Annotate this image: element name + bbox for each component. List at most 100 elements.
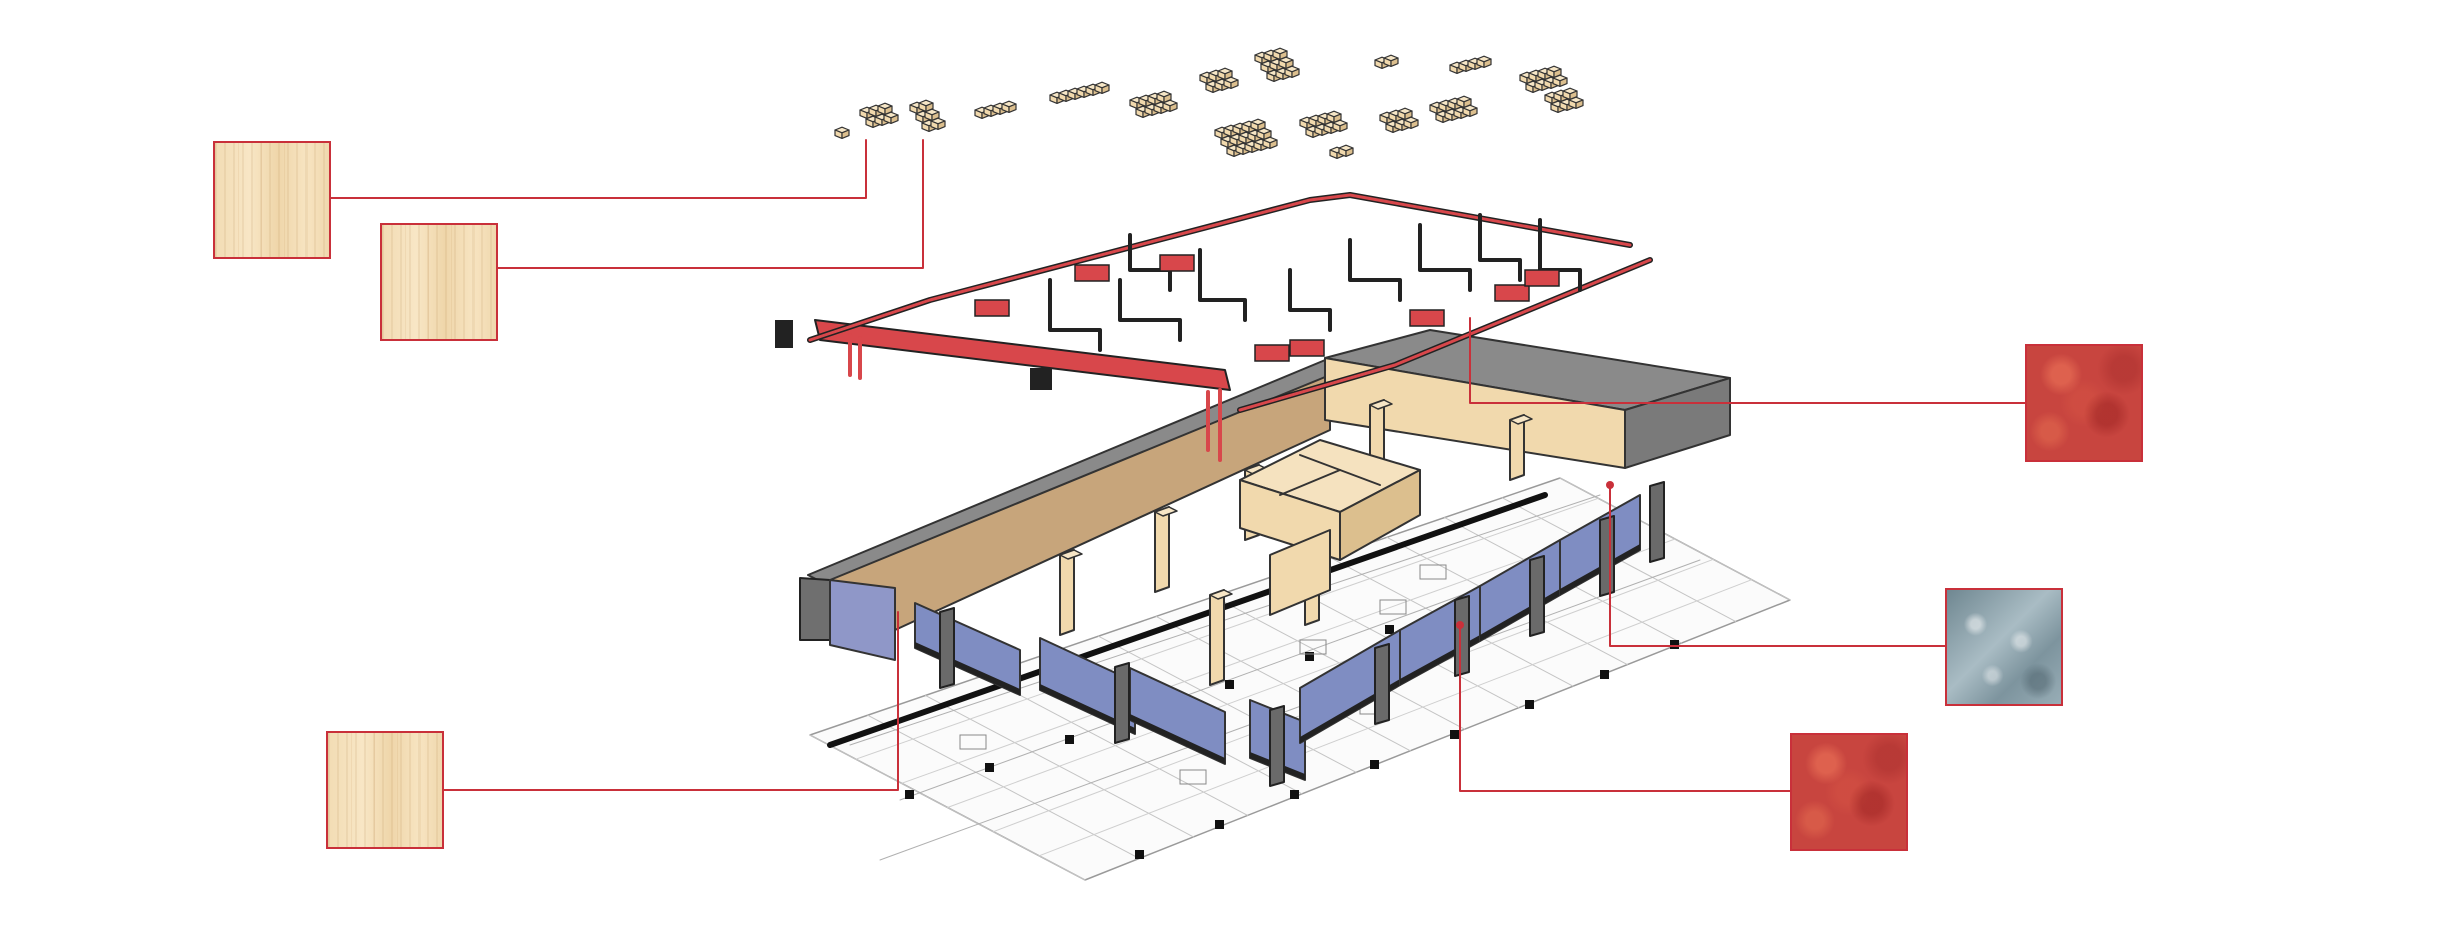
black-pipe (1048, 278, 1102, 352)
glass-base (1130, 714, 1225, 764)
plan-furniture-hint (1379, 599, 1407, 615)
plan-grid-line (1038, 579, 1753, 857)
right-wall-block (1324, 329, 1731, 469)
wood-column-top (1509, 414, 1533, 425)
plan-column-dot (1215, 820, 1224, 829)
cube-right (890, 114, 899, 125)
room-side-face (1339, 469, 1421, 561)
cube-right (1469, 107, 1478, 118)
leader-wood-top-left (330, 139, 867, 199)
rust-swatch-top-right (2025, 344, 2143, 462)
plan-base-edge (827, 492, 1548, 748)
leader-rust-bottom-right (1459, 624, 1791, 792)
red-ceiling-frame (775, 192, 1653, 462)
cube-right (1269, 139, 1278, 149)
cube-right (1291, 68, 1300, 79)
cube-right (1483, 58, 1492, 69)
plan-column-dot (1385, 625, 1394, 634)
glass-post (939, 607, 955, 689)
main-red-beam (814, 319, 1231, 391)
cube-right (841, 129, 850, 139)
cube-right (937, 120, 946, 130)
plan-column-dot (1065, 735, 1074, 744)
black-pipe (1538, 218, 1582, 292)
room-divider (1279, 469, 1341, 496)
black-pipe (1128, 233, 1172, 292)
cube-right (1333, 113, 1342, 124)
red-fixture (1524, 269, 1560, 287)
glass-post (1114, 662, 1130, 744)
cube-right (1410, 119, 1419, 129)
cube-right (1463, 98, 1472, 109)
black-pipe (1348, 238, 1402, 302)
cube-right (1404, 110, 1413, 121)
plan-grid-line (901, 518, 1638, 784)
glass-post (1269, 705, 1285, 787)
glass-post (1454, 595, 1470, 677)
cube-right (1230, 79, 1239, 90)
cube-right (1559, 77, 1568, 88)
wood-column (1509, 414, 1525, 481)
leader-rust-top-right (1469, 317, 2026, 404)
wood-column (1154, 506, 1170, 593)
long-wall-wood (799, 357, 1331, 661)
plan-column-dot (1305, 652, 1314, 661)
plan-column-dot (1600, 670, 1609, 679)
wood-column-top (1154, 506, 1178, 517)
leader-wood-mid-left (497, 139, 924, 269)
plan-furniture-hint (1419, 564, 1447, 580)
plan-column-dot (1370, 760, 1379, 769)
cube-right (1008, 103, 1017, 114)
floating-furniture-cubes (834, 47, 1584, 159)
cube-right (1345, 147, 1354, 157)
glass-post (1529, 555, 1545, 637)
cube-right (1285, 59, 1294, 70)
glass-swatch-right (1945, 588, 2063, 706)
red-fixture (1254, 344, 1290, 362)
wood-column-top (1369, 399, 1393, 410)
plan-furniture-hint (959, 734, 987, 750)
plan-column-dot (1450, 730, 1459, 739)
cube-right (1279, 50, 1288, 61)
leader-endpoint-dot (1456, 621, 1464, 629)
cube-right (1553, 68, 1562, 79)
leader-lines (330, 139, 2026, 792)
glass-base (1040, 684, 1135, 734)
plan-column-dot (905, 790, 914, 799)
cube-right (1575, 99, 1584, 110)
wood-swatch-bottom-left (326, 731, 444, 849)
plan-furniture-hint (1299, 639, 1327, 655)
black-pipe (1118, 278, 1182, 342)
cube-right (931, 111, 940, 122)
vent-black (1030, 368, 1052, 390)
plan-grid-line (855, 497, 1599, 760)
wall-end-glass (829, 579, 896, 661)
cube-right (1163, 93, 1172, 104)
black-pipe (1418, 223, 1472, 292)
duct-backbone-red (808, 193, 1632, 342)
plan-column-dot (1225, 680, 1234, 689)
plan-column-dot (1135, 850, 1144, 859)
plan-column-dot (1290, 790, 1299, 799)
vent-black (775, 320, 793, 348)
central-wood-room (1239, 439, 1421, 616)
glass-post (1599, 515, 1615, 597)
plan-column-dot (985, 763, 994, 772)
cube-right (1390, 57, 1399, 68)
red-fixture (974, 299, 1010, 317)
plan-column-dot (1525, 700, 1534, 709)
leader-glass-right (1609, 484, 1946, 647)
duct-front-red (1238, 258, 1652, 412)
red-fixture (1159, 254, 1195, 272)
wood-column (1209, 589, 1225, 686)
cube-right (884, 105, 893, 116)
wood-column (1059, 549, 1075, 636)
red-fixture (1409, 309, 1445, 327)
cube-right (1169, 102, 1178, 113)
glass-post (1649, 481, 1665, 563)
black-pipe (1198, 248, 1247, 322)
plan-furniture-hint (1179, 769, 1207, 785)
right-wall-face (1324, 357, 1626, 469)
room-wing (1269, 529, 1331, 616)
